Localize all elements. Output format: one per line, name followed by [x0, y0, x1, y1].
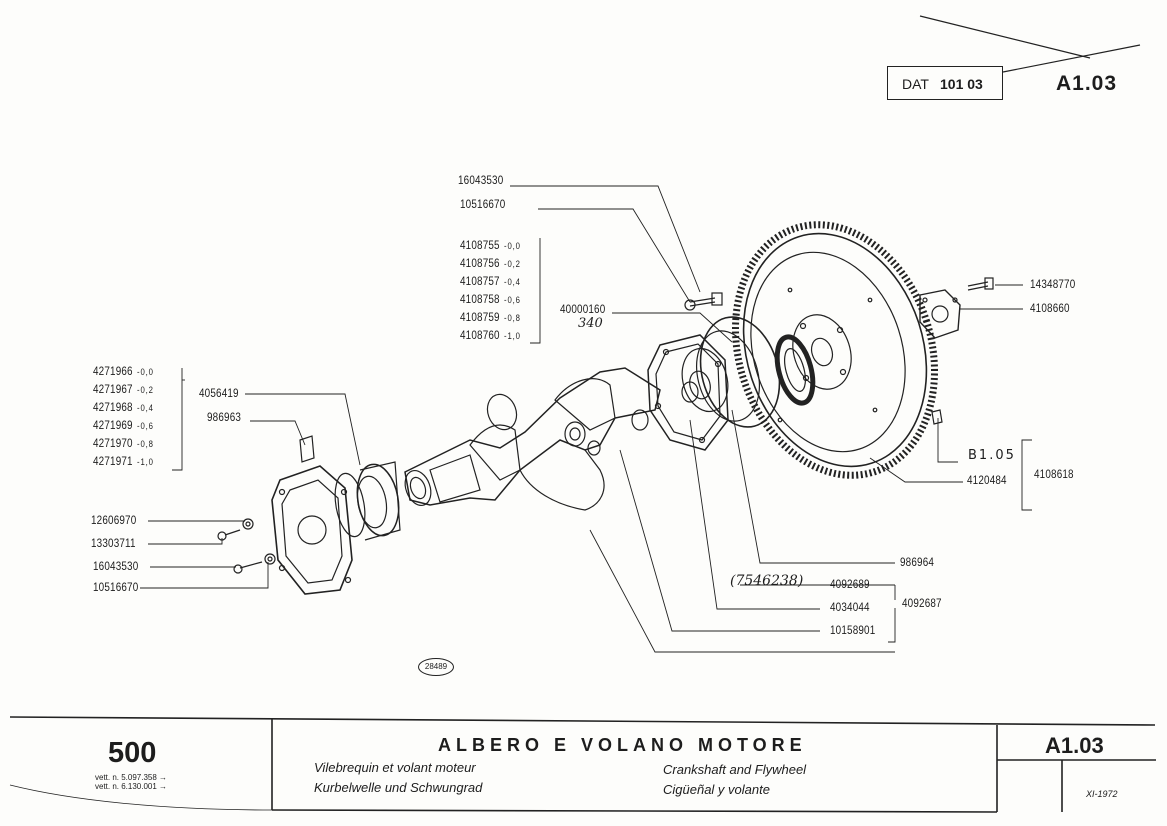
footer-page-code: A1.03: [1045, 733, 1104, 758]
shim-num: 4271971: [93, 456, 133, 468]
leader-lines: [140, 185, 1032, 653]
label-4120484: 4120484: [967, 475, 1007, 487]
shim-left-row: 4271967 -0,2: [93, 384, 154, 396]
shim-sfx: -0,2: [137, 385, 154, 395]
subtitle-english: Crankshaft and Flywheel: [663, 762, 807, 777]
label-4108618: 4108618: [1034, 469, 1074, 481]
header-page-code: A1.03: [1056, 72, 1118, 95]
dat-number: 101 03: [940, 76, 983, 92]
shim-num: 4108758: [460, 294, 500, 306]
shim-num: 4108759: [460, 312, 500, 324]
label-986963: 986963: [207, 412, 242, 424]
subtitle-german: Kurbelwelle und Schwungrad: [314, 780, 483, 795]
dat-prefix: DAT: [902, 76, 929, 92]
shim-sfx: -0,0: [504, 241, 521, 251]
corner-fold-line: [919, 15, 1091, 59]
title-block-frame: [9, 716, 1156, 813]
model-number: 500: [108, 737, 157, 769]
label-16043530-left: 16043530: [93, 561, 139, 573]
shim-sfx: -0,2: [504, 259, 521, 269]
label-986964: 986964: [900, 557, 935, 569]
handwritten-b105: B1.05: [968, 448, 1016, 463]
handwritten-7546238: (7546238): [730, 573, 804, 589]
shim-num: 4271967: [93, 384, 133, 396]
shim-sfx: -0,6: [504, 295, 521, 305]
crankshaft: [404, 367, 699, 511]
issue-date: XI-1972: [1086, 789, 1118, 799]
front-sleeve: [334, 461, 401, 541]
shim-left-row: 4271970 -0,8: [93, 438, 154, 450]
label-4108660: 4108660: [1030, 303, 1070, 315]
handwritten-340: 340: [578, 316, 603, 331]
label-4034044: 4034044: [830, 602, 870, 614]
shim-top-row: 4108760 -1,0: [460, 330, 521, 342]
shim-num: 4108760: [460, 330, 500, 342]
vin-range-1: vett. n. 5.097.358 →: [95, 773, 168, 782]
label-13303711: 13303711: [91, 538, 136, 550]
diagram-reference-number: 28489: [418, 658, 454, 676]
shim-sfx: -1,0: [137, 457, 154, 467]
small-hardware: [217, 277, 994, 574]
subtitle-french: Vilebrequin et volant moteur: [314, 760, 476, 775]
shim-sfx: -0,8: [504, 313, 521, 323]
shim-num: 4108757: [460, 276, 500, 288]
label-12606970: 12606970: [91, 515, 137, 527]
shim-left-row: 4271971 -1,0: [93, 456, 154, 468]
front-cover: [271, 465, 353, 595]
label-4092689: 4092689: [830, 579, 870, 591]
shim-sfx: -0,8: [137, 439, 154, 449]
label-14348770: 14348770: [1030, 279, 1076, 291]
flywheel: [731, 221, 939, 479]
shim-top-row: 4108759 -0,8: [460, 312, 521, 324]
shim-left-row: 4271966 -0,0: [93, 366, 154, 378]
section-title: ALBERO E VOLANO MOTORE: [438, 735, 807, 755]
shim-num: 4271968: [93, 402, 133, 414]
shim-num: 4271969: [93, 420, 133, 432]
shim-top-row: 4108756 -0,2: [460, 258, 521, 270]
corner-fold-line-2: [1002, 44, 1141, 73]
shim-left-row: 4271968 -0,4: [93, 402, 154, 414]
label-4056419: 4056419: [199, 388, 239, 400]
label-10158901: 10158901: [830, 625, 876, 637]
label-4092687: 4092687: [902, 598, 942, 610]
shim-num: 4108756: [460, 258, 500, 270]
shim-num: 4271970: [93, 438, 133, 450]
shim-sfx: -0,0: [137, 367, 154, 377]
shim-sfx: -0,4: [137, 403, 154, 413]
shim-num: 4108755: [460, 240, 500, 252]
label-40000160: 40000160: [560, 304, 606, 316]
shim-top-row: 4108755 -0,0: [460, 240, 521, 252]
shim-top-row: 4108758 -0,6: [460, 294, 521, 306]
label-10516670-top: 10516670: [460, 199, 506, 211]
label-16043530-top: 16043530: [458, 175, 504, 187]
vin-range-2: vett. n. 6.130.001 →: [95, 782, 168, 791]
shim-sfx: -0,4: [504, 277, 521, 287]
shim-left-row: 4271969 -0,6: [93, 420, 154, 432]
dat-reference-box: DAT 101 03: [887, 66, 1003, 100]
shim-sfx: -0,6: [137, 421, 154, 431]
shim-top-row: 4108757 -0,4: [460, 276, 521, 288]
label-10516670-left: 10516670: [93, 582, 139, 594]
shim-sfx: -1,0: [504, 331, 521, 341]
subtitle-spanish: Cigüeñal y volante: [663, 782, 770, 797]
shim-num: 4271966: [93, 366, 133, 378]
